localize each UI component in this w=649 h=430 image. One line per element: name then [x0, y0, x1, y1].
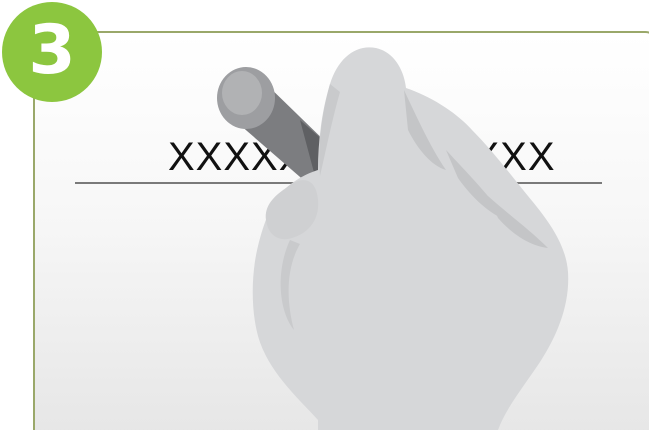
- step-number: 3: [28, 17, 75, 85]
- pen-cap-highlight: [222, 71, 262, 115]
- step-badge: 3: [2, 2, 102, 102]
